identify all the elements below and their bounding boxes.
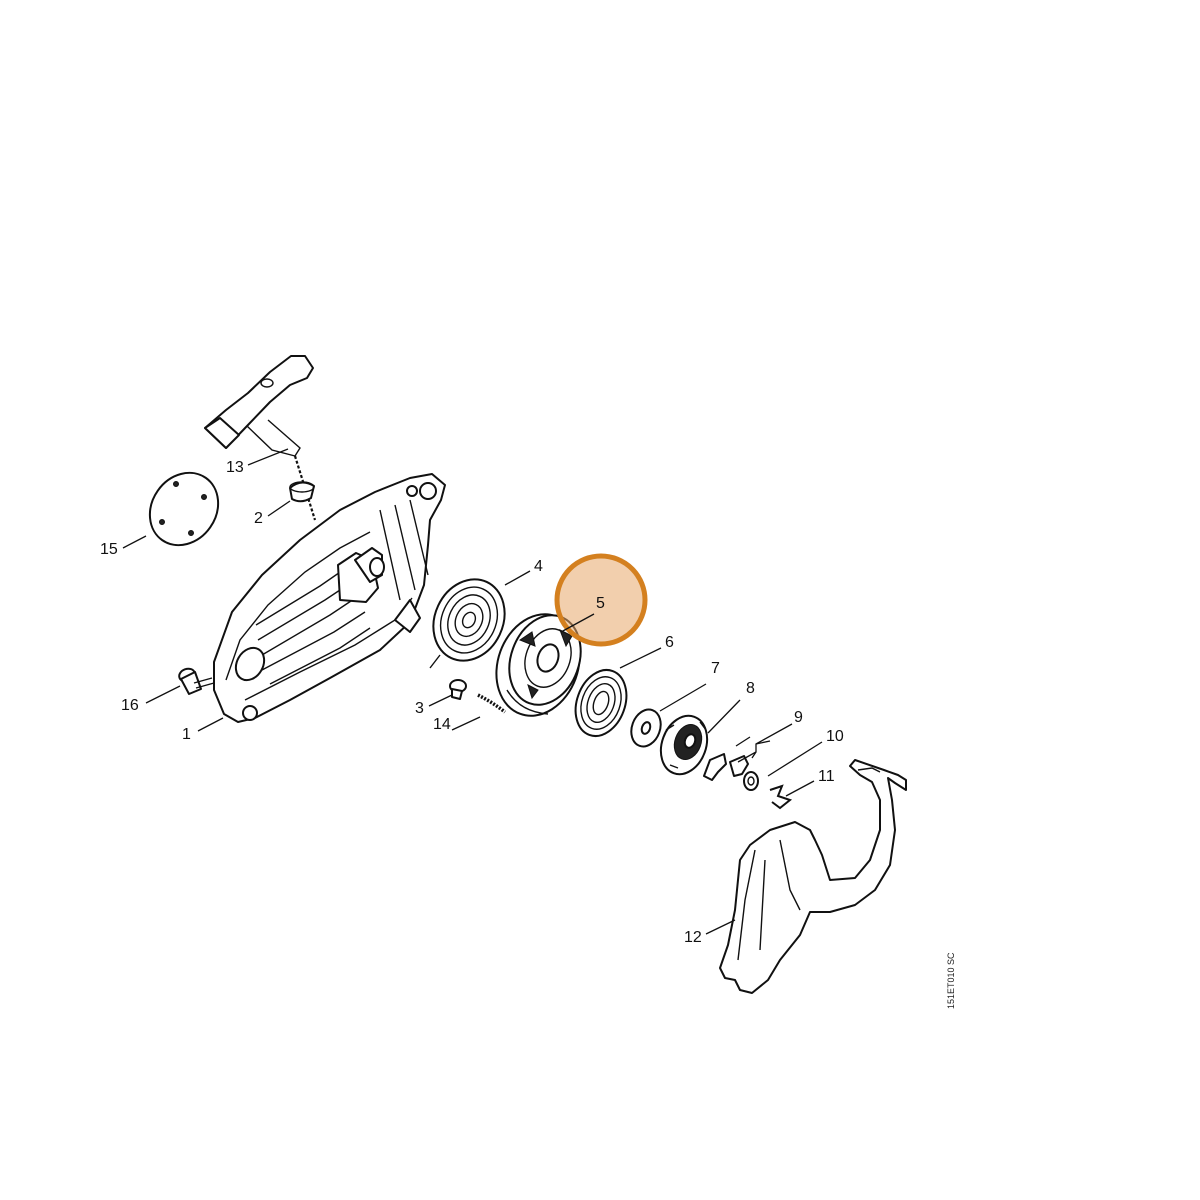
callout-4: 4 [534,558,543,575]
part-14-rope[interactable] [477,693,507,714]
callout-9: 9 [794,709,803,726]
callout-13: 13 [226,459,244,476]
drawing-code: 151ET010 SC [946,952,956,1009]
part-2-grommet[interactable] [289,481,315,503]
part-4-spring[interactable] [420,568,517,673]
callout-labels: 1 2 3 4 5 6 7 8 9 10 11 12 13 14 15 16 [100,459,844,946]
part-11-clip[interactable] [769,784,793,810]
part-15-disc[interactable] [136,460,232,559]
callout-2: 2 [254,510,263,527]
part-9-pawls[interactable] [703,753,749,781]
part-8-pawl-carrier[interactable] [653,709,715,780]
callout-15: 15 [100,541,118,558]
callout-1: 1 [182,726,191,743]
callout-3: 3 [415,700,424,717]
callout-11: 11 [818,768,835,785]
callout-14: 14 [433,716,451,733]
callout-8: 8 [746,680,755,697]
part-1-housing[interactable] [213,473,446,723]
callout-7: 7 [711,660,720,677]
callout-5: 5 [596,595,605,612]
part-10-ring[interactable] [743,771,759,791]
callout-16: 16 [121,697,139,714]
callout-12: 12 [684,929,702,946]
part-12-guard[interactable] [719,759,907,994]
part-13-handle[interactable] [204,355,317,521]
part-16-screw[interactable] [177,667,215,695]
part-6-spring[interactable] [567,663,635,743]
callout-6: 6 [665,634,674,651]
callout-10: 10 [826,728,844,745]
part-7-washer[interactable] [626,705,665,750]
part-5-rope-rotor[interactable] [483,602,594,727]
leader-lines [122,448,823,935]
part-3-screw[interactable] [449,679,467,700]
